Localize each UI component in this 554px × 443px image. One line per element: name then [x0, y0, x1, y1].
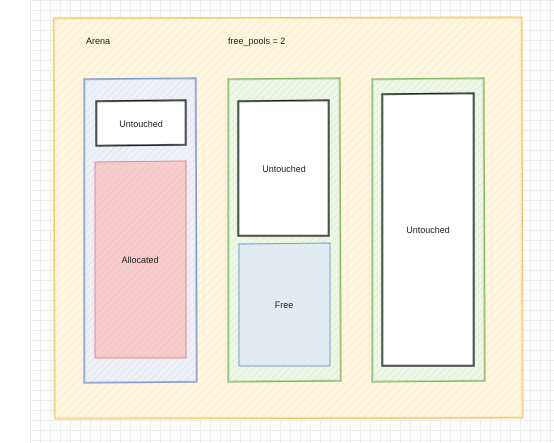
pool-2-untouched-block[interactable]	[237, 99, 330, 237]
pool-2-free-label: Free	[275, 300, 294, 310]
pool-3-untouched-block[interactable]	[381, 92, 475, 367]
pool-1-untouched-block[interactable]	[95, 99, 187, 147]
pool-3-untouched-label: Untouched	[406, 225, 450, 235]
arena-label: Arena	[86, 36, 110, 46]
free-pools-label: free_pools = 2	[228, 36, 285, 46]
pool-1-allocated-label: Allocated	[121, 255, 158, 265]
canvas-margin	[0, 0, 31, 443]
pool-1-untouched-label: Untouched	[119, 119, 163, 129]
pool-1-allocated-block[interactable]	[94, 160, 187, 359]
pool-2-untouched-label: Untouched	[262, 164, 306, 174]
pool-2-free-block[interactable]	[238, 242, 331, 367]
